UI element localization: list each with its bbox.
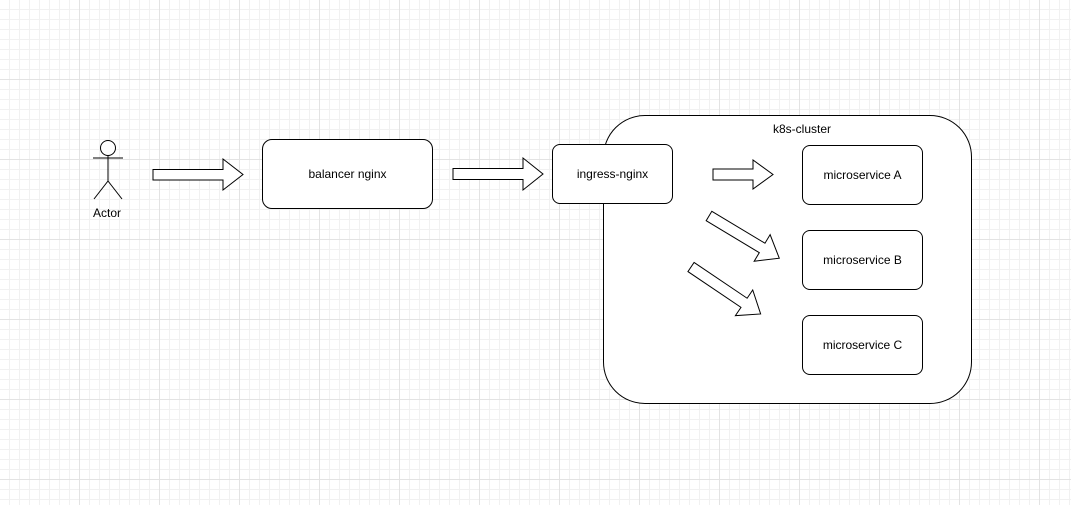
microservice-c-label: microservice C [822,338,903,352]
k8s-cluster-label: k8s-cluster [773,122,832,136]
ingress-nginx-label: ingress-nginx [576,167,649,181]
arrow-actor-to-balancer[interactable] [152,157,244,192]
microservice-c-node[interactable]: microservice C [802,315,923,375]
arrow-ingress-to-b[interactable] [701,203,787,272]
balancer-nginx-label: balancer nginx [308,167,387,181]
arrow-ingress-to-c[interactable] [682,254,769,327]
microservice-b-label: microservice B [823,253,902,267]
microservice-a-node[interactable]: microservice A [802,145,923,205]
balancer-nginx-node[interactable]: balancer nginx [262,139,433,209]
arrow-ingress-to-a[interactable] [712,159,774,190]
actor-label: Actor [93,206,122,220]
microservice-b-node[interactable]: microservice B [802,230,923,290]
microservice-a-label: microservice A [823,168,902,182]
arrow-balancer-to-ingress[interactable] [452,156,544,192]
ingress-nginx-node[interactable]: ingress-nginx [552,144,673,204]
